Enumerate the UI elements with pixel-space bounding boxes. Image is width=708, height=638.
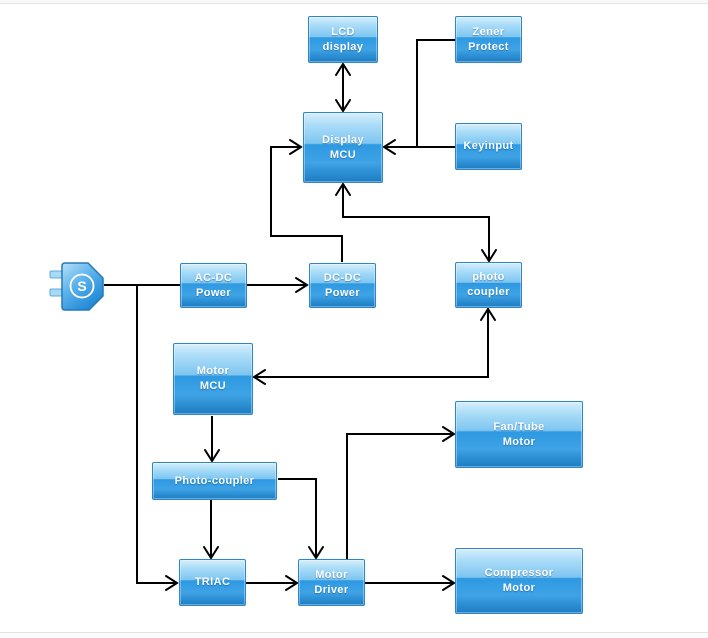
edge-display-mcu-to-photo-coupler bbox=[335, 182, 497, 263]
node-motor-driver: Motor Driver bbox=[298, 559, 365, 606]
plug-s-ring bbox=[69, 273, 95, 299]
edge-plug-to-triac bbox=[136, 285, 179, 591]
page-bottom-strip bbox=[0, 632, 708, 638]
plug-body bbox=[61, 262, 104, 311]
node-triac: TRIAC bbox=[179, 559, 246, 606]
page-top-strip bbox=[0, 0, 708, 4]
node-photo-coupler: photo coupler bbox=[455, 262, 522, 308]
node-lcd-display: LCD display bbox=[308, 16, 378, 63]
edge-photo-coupler-to-motor-mcu bbox=[252, 307, 496, 385]
edge-zener-join bbox=[416, 39, 455, 147]
power-plug-icon: S bbox=[49, 262, 104, 311]
node-display-mcu: Display MCU bbox=[303, 112, 383, 183]
plug-s-letter: S bbox=[77, 278, 86, 294]
node-zener-protect: Zener Protect bbox=[455, 16, 522, 63]
node-ac-dc-power: AC-DC Power bbox=[180, 263, 247, 308]
edge-motor-driver-to-fan-tube bbox=[346, 426, 456, 559]
node-keyinput: Keyinput bbox=[455, 123, 522, 170]
node-photo-coupler-2: Photo-coupler bbox=[152, 462, 277, 500]
node-motor-mcu: Motor MCU bbox=[173, 343, 253, 415]
node-dc-dc-power: DC-DC Power bbox=[309, 263, 376, 308]
node-compressor-motor: Compressor Motor bbox=[455, 548, 583, 614]
edge-photo-coupler-2-to-motor-driver bbox=[278, 478, 324, 560]
node-fan-tube-motor: Fan/Tube Motor bbox=[455, 401, 583, 468]
